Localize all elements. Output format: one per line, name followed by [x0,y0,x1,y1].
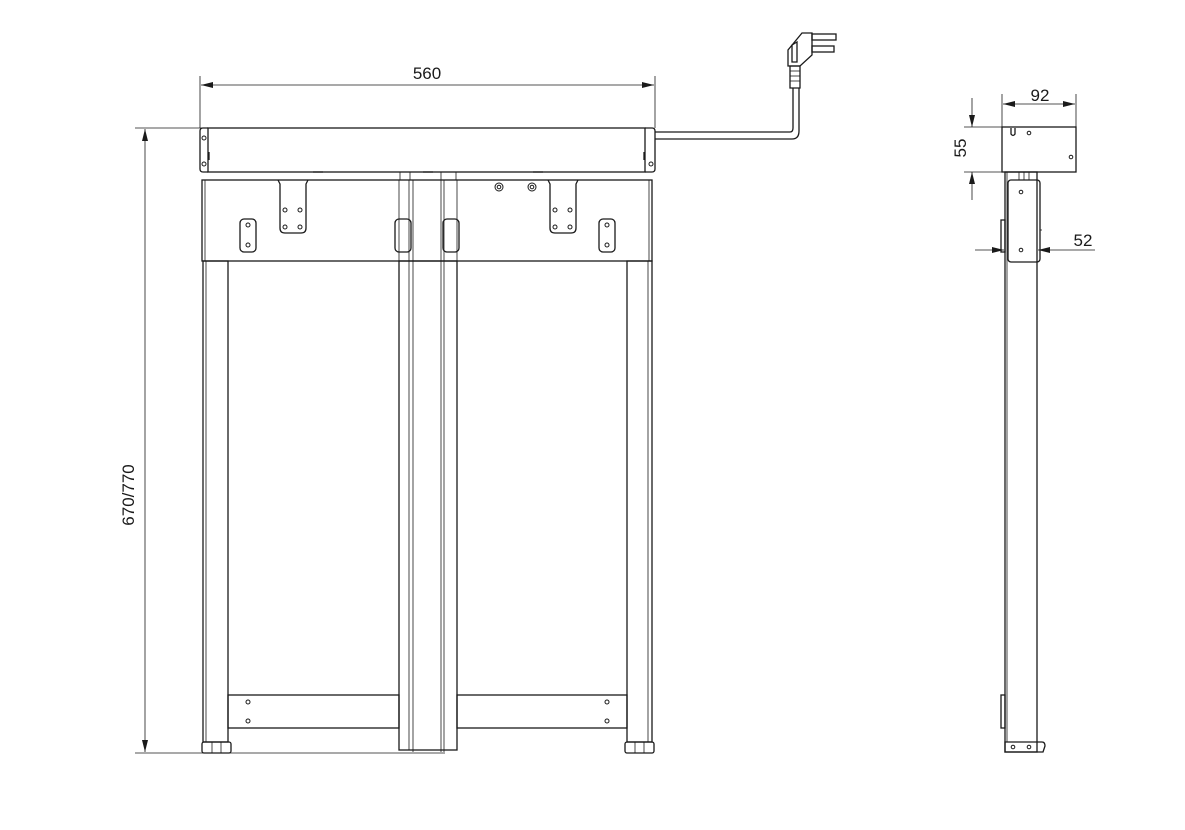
box-height-label: 55 [951,139,970,158]
power-plug-icon [787,32,837,89]
column-depth-label: 52 [1074,231,1093,250]
box-height-dimension: 55 [951,98,1002,200]
depth-label: 92 [1031,86,1050,105]
depth-dimension: 92 [1001,86,1077,127]
height-label: 670/770 [119,464,138,525]
height-dimension: 670/770 [119,127,445,754]
width-dimension: 560 [199,64,656,128]
column-depth-dimension: 52 [975,231,1095,253]
width-label: 560 [413,64,441,83]
control-box [199,127,656,180]
side-view: 92 55 52 [951,86,1095,753]
front-view: 560 670/770 [119,32,837,754]
frame [201,179,653,262]
power-cable [655,88,800,140]
legs [201,180,655,754]
side-body [1000,126,1077,753]
